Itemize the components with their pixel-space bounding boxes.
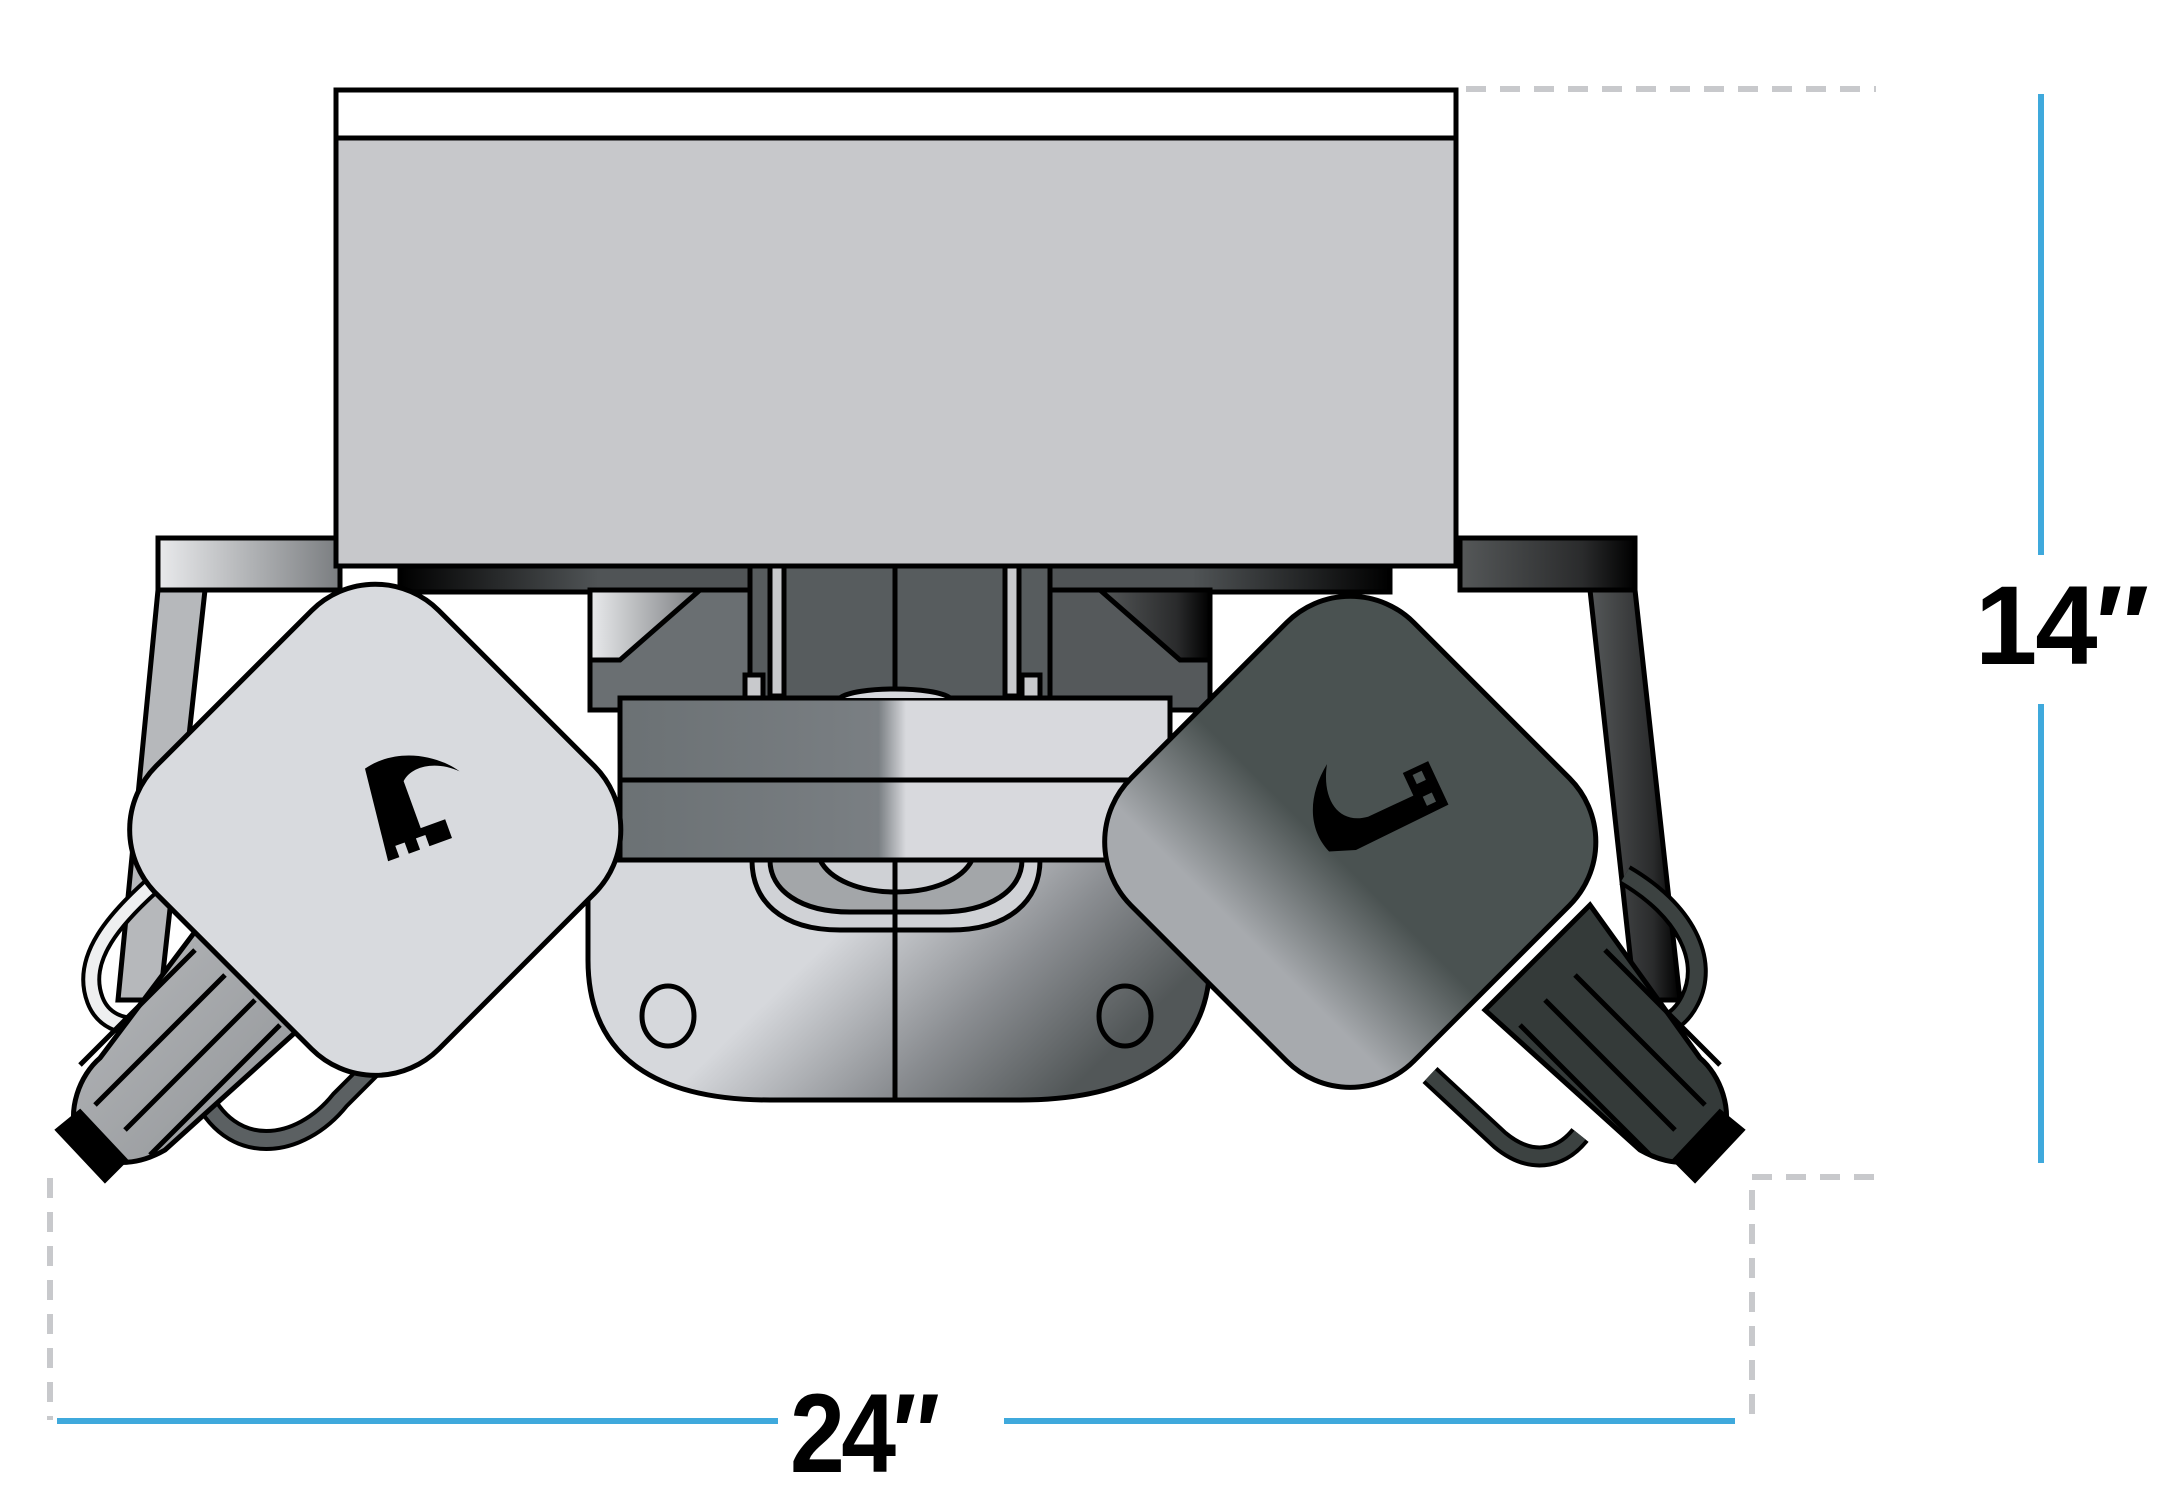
width-dimension-label: 24″ [790, 1371, 940, 1496]
dimension-lines [57, 94, 2044, 1424]
right-motor [1422, 865, 1746, 1184]
extension-lines [47, 86, 1880, 1420]
brand-logo-icon [1312, 761, 1449, 852]
top-housing [333, 87, 1459, 569]
brand-logo-icon [364, 755, 460, 862]
right-wheel [1102, 593, 1599, 1090]
height-dimension-label: 14″ [1975, 563, 2149, 688]
center-hub [585, 686, 1213, 1103]
left-wheel [127, 581, 624, 1078]
